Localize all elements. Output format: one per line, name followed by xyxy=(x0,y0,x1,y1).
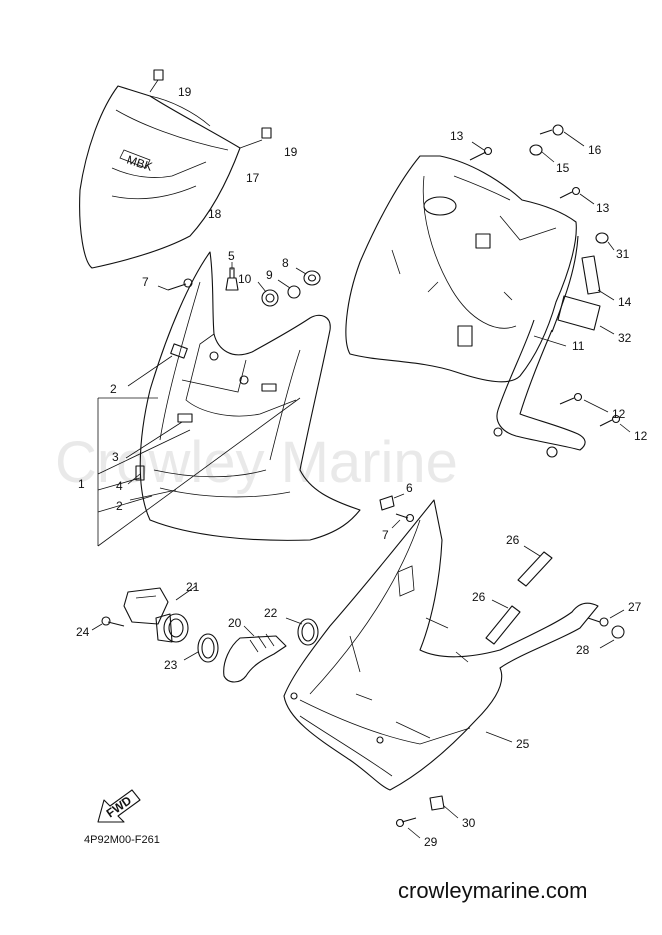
duct-20 xyxy=(223,625,287,683)
callout-32: 32 xyxy=(618,331,632,345)
screw-16 xyxy=(539,124,585,147)
callout-4: 4 xyxy=(116,479,123,493)
callout-7: 7 xyxy=(382,528,389,542)
callout-1: 1 xyxy=(78,477,85,491)
nut-10 xyxy=(257,281,279,307)
clip-19-top xyxy=(149,69,164,93)
callout-26: 26 xyxy=(472,590,486,604)
strip-26-mid xyxy=(485,599,521,645)
callout-2: 2 xyxy=(110,382,117,396)
bolt-5 xyxy=(225,262,239,291)
nut-15 xyxy=(529,144,555,163)
nut-28 xyxy=(599,625,625,649)
callout-19: 19 xyxy=(178,85,192,99)
lead-11 xyxy=(533,335,567,347)
clamp-23 xyxy=(183,633,219,663)
clamp-22 xyxy=(285,617,319,646)
screw-7-top xyxy=(157,278,193,291)
callout-bracket-1 xyxy=(97,355,301,547)
callout-7: 7 xyxy=(142,275,149,289)
callout-30: 30 xyxy=(462,816,476,830)
callout-26: 26 xyxy=(506,533,520,547)
callout-3: 3 xyxy=(112,450,119,464)
callout-22: 22 xyxy=(264,606,278,620)
callout-15: 15 xyxy=(556,161,570,175)
callout-12: 12 xyxy=(612,407,626,421)
cap-31 xyxy=(595,232,615,251)
callout-18: 18 xyxy=(208,207,222,221)
callout-6: 6 xyxy=(406,481,413,495)
callout-labels: 1 2 2 3 4 5 6 7 7 8 9 10 11 12 12 13 13 … xyxy=(76,85,648,849)
callout-13: 13 xyxy=(596,201,610,215)
clip-19-right xyxy=(239,127,272,149)
screw-7-bottom xyxy=(391,513,415,529)
callout-17: 17 xyxy=(246,171,260,185)
callout-29: 29 xyxy=(424,835,438,849)
screw-12-a xyxy=(559,392,609,413)
callout-11: 11 xyxy=(572,339,585,353)
callout-8: 8 xyxy=(282,256,289,270)
callout-13: 13 xyxy=(450,129,464,143)
callout-12: 12 xyxy=(634,429,648,443)
callout-27: 27 xyxy=(628,600,642,614)
callout-10: 10 xyxy=(238,272,252,286)
screw-27 xyxy=(587,609,625,627)
box-21 xyxy=(123,585,197,643)
lead-25 xyxy=(485,731,513,743)
screw-13-top xyxy=(469,141,493,161)
callout-5: 5 xyxy=(228,249,235,263)
screw-13-right xyxy=(559,186,595,205)
callout-31: 31 xyxy=(616,247,630,261)
lower-cover-part xyxy=(283,499,599,791)
callout-20: 20 xyxy=(228,616,242,630)
website-footer[interactable]: crowleymarine.com xyxy=(398,878,588,903)
callout-2: 2 xyxy=(116,499,123,513)
callout-19: 19 xyxy=(284,145,298,159)
callout-16: 16 xyxy=(588,143,602,157)
label-32 xyxy=(557,295,615,335)
fwd-arrow-icon: FWD xyxy=(97,789,141,823)
rubber-14 xyxy=(581,255,615,301)
grommet-8 xyxy=(295,267,321,286)
callout-24: 24 xyxy=(76,625,90,639)
mbk-logo: MBK xyxy=(125,153,154,174)
clip-6 xyxy=(379,493,405,511)
callout-23: 23 xyxy=(164,658,178,672)
front-cover-part xyxy=(135,251,361,541)
leg-shield-inner-part xyxy=(345,155,586,458)
clip-30 xyxy=(429,795,459,819)
callout-28: 28 xyxy=(576,643,590,657)
collar-9 xyxy=(277,279,301,299)
strip-26-top xyxy=(517,545,553,587)
callout-14: 14 xyxy=(618,295,632,309)
callout-21: 21 xyxy=(186,580,200,594)
callout-25: 25 xyxy=(516,737,530,751)
diagram-code: 4P92M00-F261 xyxy=(84,834,160,846)
screw-29 xyxy=(395,817,421,839)
front-visor-part: MBK xyxy=(79,85,241,269)
screw-12-b xyxy=(599,414,631,433)
callout-9: 9 xyxy=(266,268,273,282)
screw-24 xyxy=(91,616,125,631)
